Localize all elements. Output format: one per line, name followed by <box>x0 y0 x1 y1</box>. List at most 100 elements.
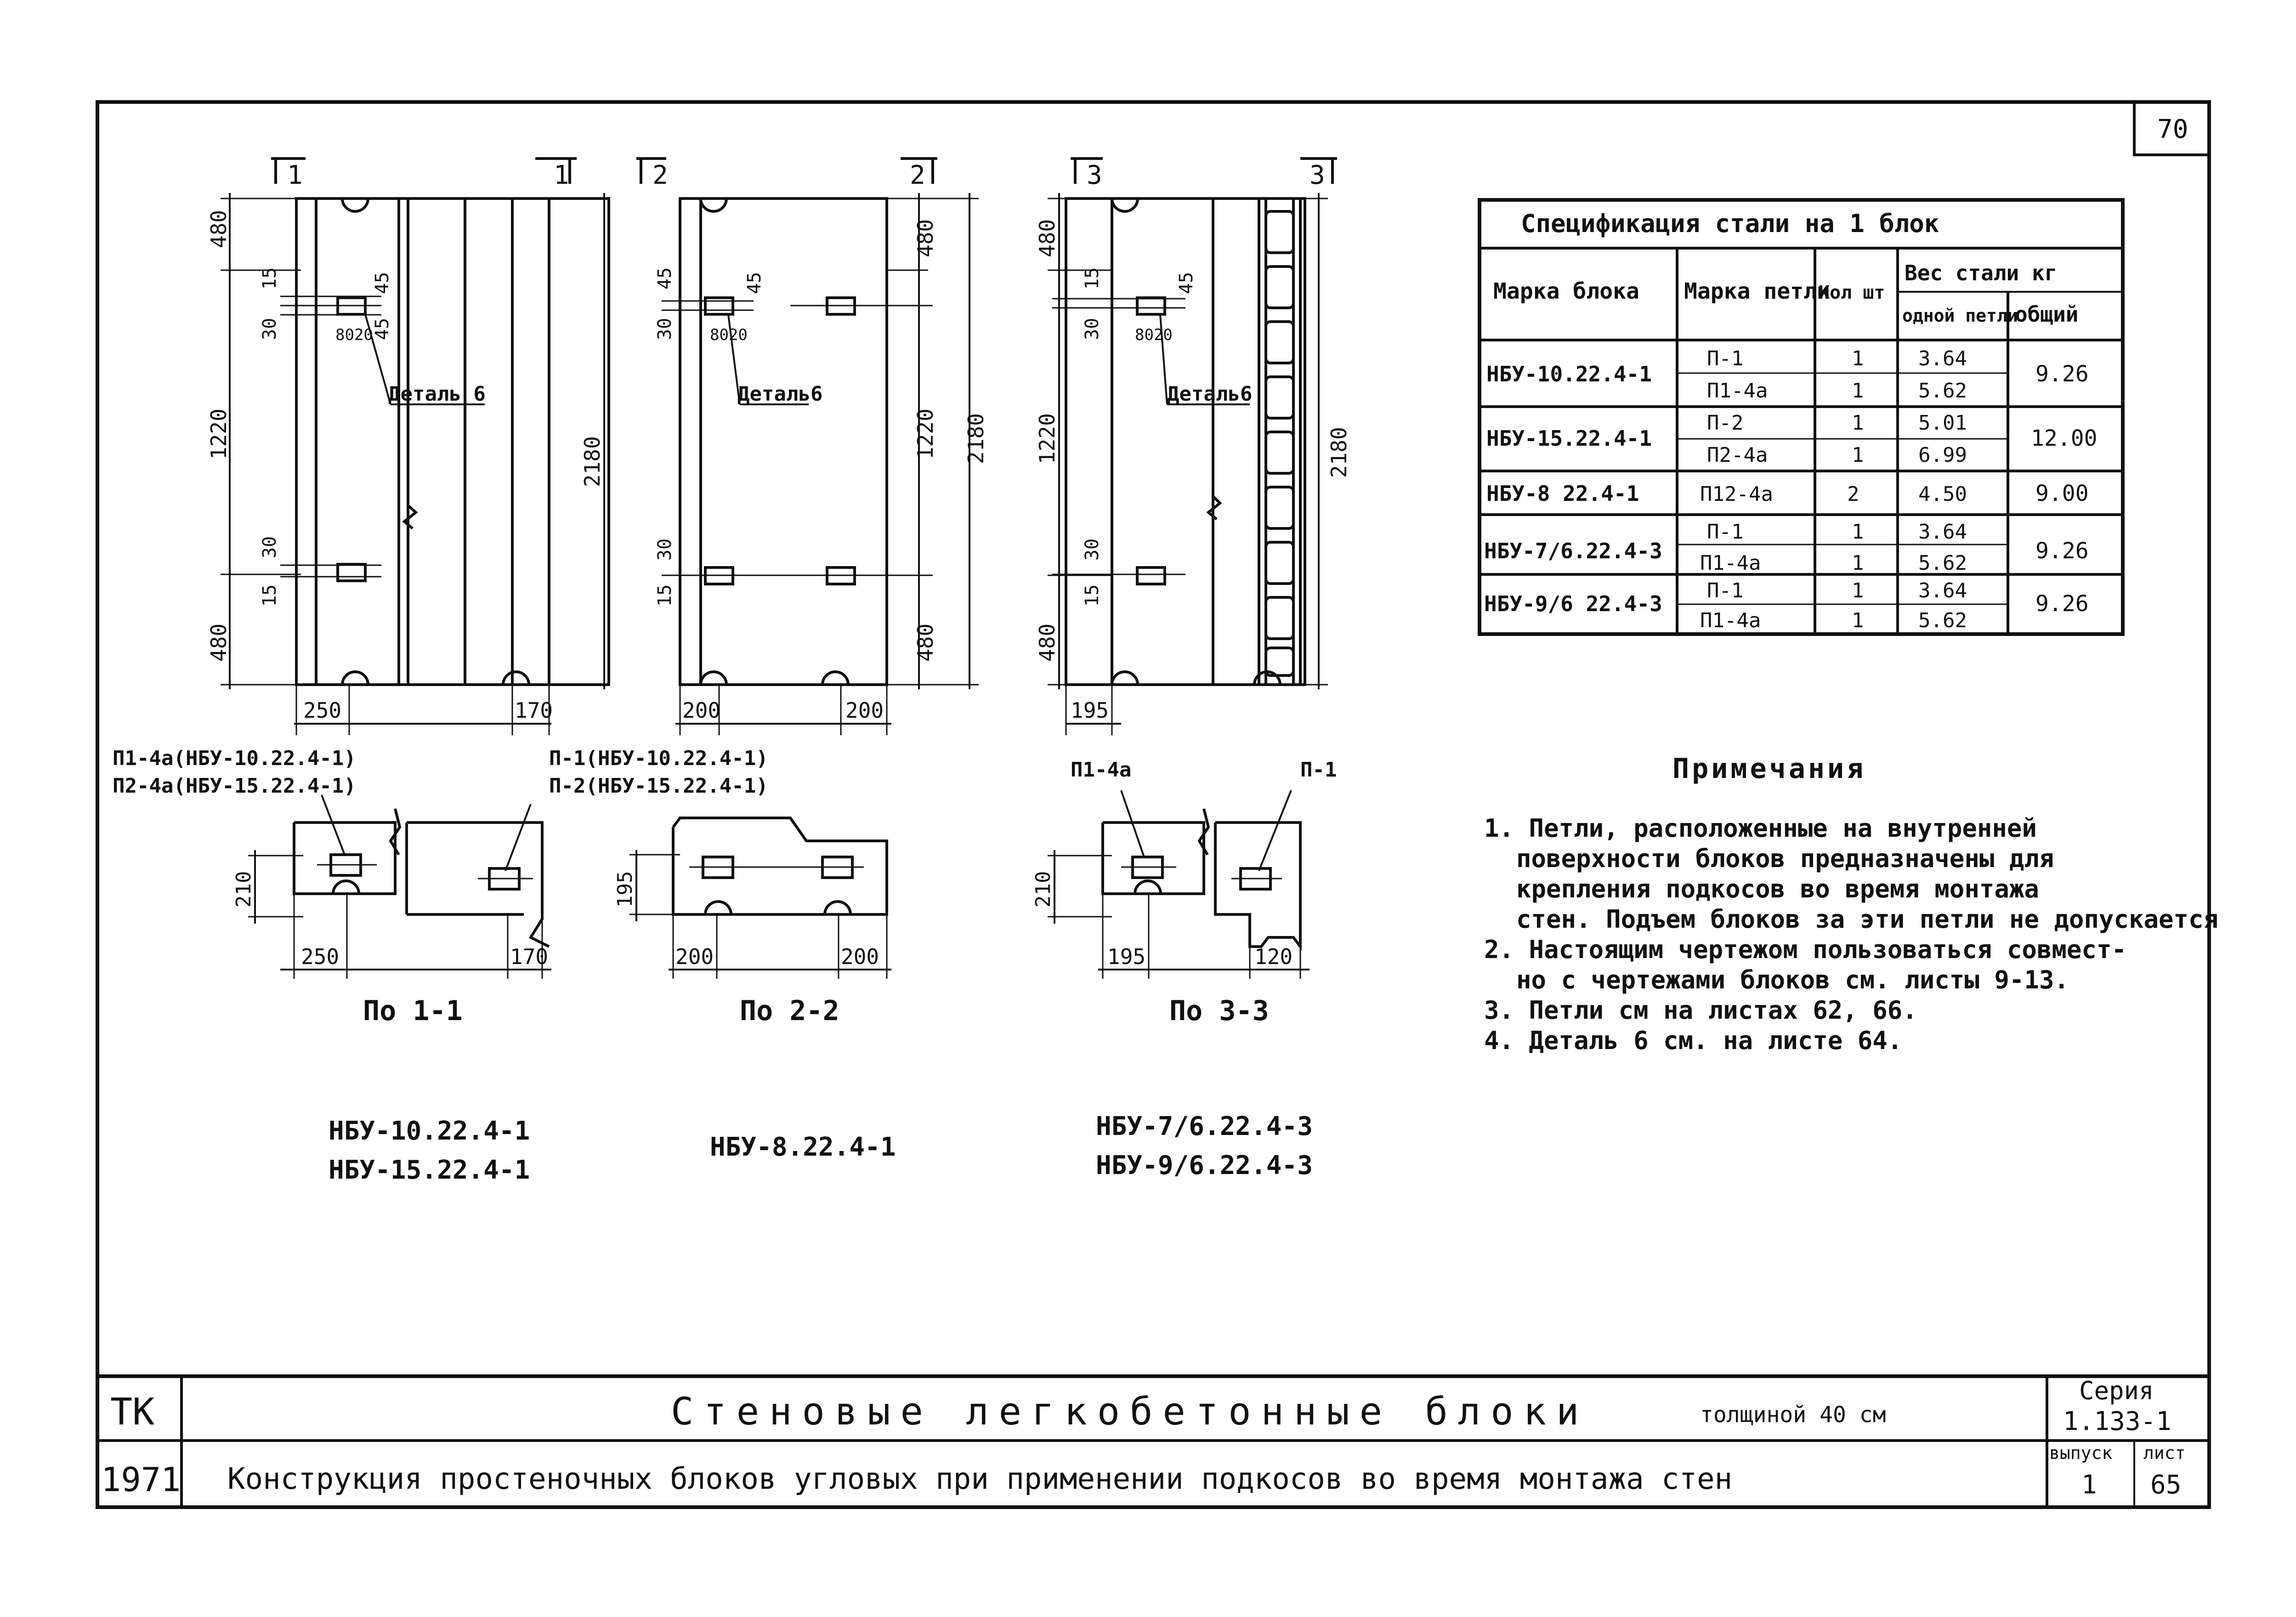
dim-45-2b: 45 <box>744 272 765 294</box>
spec-r5-w2: 5.62 <box>1918 609 1967 632</box>
section-mark-2-right: 2 <box>910 160 925 190</box>
dim-200-2a: 200 <box>682 698 720 723</box>
section-mark-3-left: 3 <box>1087 160 1102 190</box>
spec-r3-w1: 4.50 <box>1918 482 1967 506</box>
dim-8020-3: 8020 <box>1135 326 1173 344</box>
series-value: 1.133-1 <box>2063 1407 2171 1436</box>
dim-480-top-3: 480 <box>1035 219 1060 257</box>
note-line-8: 4. Деталь 6 см. на листе 64. <box>1484 1026 1903 1055</box>
block-3-elevation <box>1048 157 1337 735</box>
dim-200-2b: 200 <box>845 698 884 723</box>
notes-list: 1. Петли, расположенные на внутренней по… <box>1484 813 2218 1056</box>
dim-30-2b: 30 <box>654 539 675 561</box>
spec-r3-loop1: П12-4а <box>1700 482 1773 506</box>
dim-8020-2: 8020 <box>710 326 748 344</box>
spec-r4-w2: 5.62 <box>1918 551 1967 575</box>
dim-15-3: 15 <box>1082 267 1103 289</box>
dim-195-s3: 195 <box>1107 944 1145 969</box>
dim-480-bottom-1: 480 <box>206 624 231 662</box>
spec-r2-block: НБУ-15.22.4-1 <box>1486 426 1652 451</box>
dim-480-top-1: 480 <box>206 210 231 248</box>
block-name-1b: НБУ-15.22.4-1 <box>329 1155 530 1185</box>
spec-table-grid <box>1478 198 2125 636</box>
block-1-elevation <box>221 157 610 735</box>
note-line-6: но с чертежами блоков см. листы 9-13. <box>1516 965 2069 994</box>
page-number: 70 <box>2157 114 2188 144</box>
leader-2a: П-1(НБУ-10.22.4-1) <box>549 747 768 770</box>
dim-480-bottom-3: 480 <box>1035 624 1060 662</box>
leader-1b: П2-4а(НБУ-15.22.4-1) <box>113 774 356 798</box>
note-line-5: 2. Настоящим чертежом пользоваться совме… <box>1484 935 2126 964</box>
spec-header-weight: Вес стали кг <box>1905 261 2057 285</box>
spec-r4-loop2: П1-4а <box>1700 551 1761 575</box>
spec-r5-loop2: П1-4а <box>1700 609 1761 632</box>
section-3-3-label: По 3-3 <box>1169 995 1269 1027</box>
block-name-2: НБУ-8.22.4-1 <box>710 1132 896 1162</box>
dim-120-s3: 120 <box>1254 944 1293 969</box>
dim-2180-1: 2180 <box>580 436 605 487</box>
dim-15-1: 15 <box>259 267 280 289</box>
detail-6-label-3: Деталь6 <box>1167 382 1252 406</box>
dim-195-s2: 195 <box>613 871 637 908</box>
spec-r1-w1: 3.64 <box>1918 347 1967 370</box>
spec-r2-w1: 5.01 <box>1918 411 1967 435</box>
spec-r2-qty1: 1 <box>1852 411 1864 435</box>
spec-r4-qty1: 1 <box>1852 520 1864 544</box>
dim-45-2: 45 <box>654 267 675 289</box>
spec-r3-block: НБУ-8 22.4-1 <box>1486 481 1639 506</box>
dim-1220-2: 1220 <box>913 409 938 460</box>
note-line-7: 3. Петли см на листах 62, 66. <box>1484 996 1917 1025</box>
series-label: Серия <box>2079 1376 2154 1405</box>
dim-30-3b: 30 <box>1082 539 1103 561</box>
spec-r2-w2: 6.99 <box>1918 443 1967 467</box>
spec-header-qty: Кол шт <box>1819 282 1885 303</box>
dim-250-s1: 250 <box>301 944 339 969</box>
section-2-2-label: По 2-2 <box>740 995 839 1027</box>
block-name-1a: НБУ-10.22.4-1 <box>329 1116 530 1146</box>
dim-210-s1: 210 <box>232 871 255 908</box>
dim-1220-3: 1220 <box>1035 413 1060 464</box>
spec-r4-w1: 3.64 <box>1918 520 1967 544</box>
spec-r1-qty1: 1 <box>1852 347 1864 370</box>
dim-15-2: 15 <box>654 584 675 607</box>
spec-r4-block: НБУ-7/6.22.4-3 <box>1484 539 1662 563</box>
year-label: 1971 <box>101 1460 181 1499</box>
dim-45-1b: 45 <box>372 318 393 340</box>
dim-210-s3: 210 <box>1032 871 1055 908</box>
block-name-3a: НБУ-7/6.22.4-3 <box>1096 1112 1313 1141</box>
spec-r3-total: 9.00 <box>2035 481 2089 506</box>
block-name-3b: НБУ-9/6.22.4-3 <box>1096 1151 1313 1180</box>
leader-2b: П-2(НБУ-15.22.4-1) <box>549 774 768 798</box>
spec-r1-block: НБУ-10.22.4-1 <box>1486 362 1652 386</box>
spec-r1-qty2: 1 <box>1852 379 1864 403</box>
title-thickness: толщиной 40 см <box>1700 1402 1886 1428</box>
spec-r2-total: 12.00 <box>2031 426 2098 451</box>
dim-195-3: 195 <box>1071 698 1109 723</box>
spec-r2-loop2: П2-4а <box>1707 443 1768 467</box>
spec-r1-total: 9.26 <box>2035 361 2089 387</box>
title-main: Стеновые легкобетонные блоки <box>671 1390 1589 1434</box>
spec-r4-qty2: 1 <box>1852 551 1864 575</box>
dim-2180-3: 2180 <box>1327 427 1351 478</box>
dim-480-bottom-2: 480 <box>913 624 938 662</box>
issue-value: 1 <box>2081 1470 2097 1500</box>
spec-r1-w2: 5.62 <box>1918 379 1967 403</box>
detail-6-label-2: Деталь6 <box>737 382 822 406</box>
block-2-elevation <box>636 157 979 735</box>
dim-30-2: 30 <box>654 318 675 340</box>
sheet-frame <box>96 100 2211 1509</box>
org-label: ТК <box>110 1390 154 1433</box>
page-number-box <box>2133 101 2211 156</box>
spec-header-block: Марка блока <box>1493 278 1639 304</box>
note-line-2: поверхности блоков предназначены для <box>1516 844 2054 873</box>
dim-45-3: 45 <box>1176 272 1197 294</box>
leader-3a: П1-4а <box>1071 758 1131 782</box>
spec-r5-qty2: 1 <box>1852 609 1864 632</box>
dim-200-s2b: 200 <box>841 944 879 969</box>
section-1-1-label: По 1-1 <box>363 995 463 1027</box>
dim-30-1: 30 <box>259 318 280 340</box>
title-sub: Конструкция простеночных блоков угловых … <box>227 1462 1732 1496</box>
spec-header-weight-total: общий <box>2015 302 2078 327</box>
note-line-3: крепления подкосов во время монтажа <box>1516 874 2039 903</box>
